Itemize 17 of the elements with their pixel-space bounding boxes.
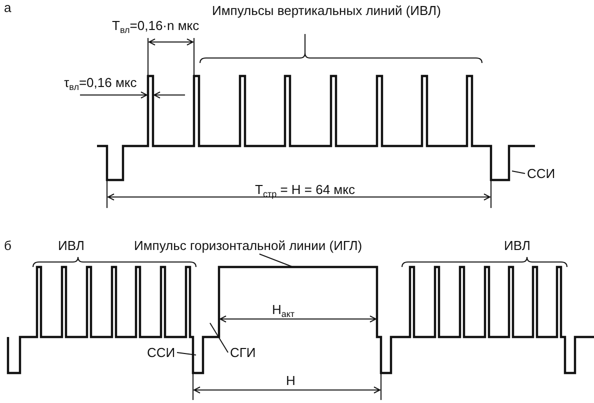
signal-label: СГИ [230, 345, 256, 360]
panel-letter: а [4, 0, 12, 15]
caption-label: ИВЛ [58, 238, 84, 253]
period-label: T$_{вл}$=0,16·n мкс [112, 18, 200, 33]
signal-label: Импульс горизонтальной линии (ИГЛ) [134, 238, 362, 253]
leader-line [258, 254, 294, 268]
leader-line [512, 170, 526, 174]
dimension-label: H$_{акт}$ [272, 302, 295, 317]
leader-line [210, 322, 228, 353]
panel-letter: б [4, 238, 12, 253]
signal-label: ССИ [147, 345, 176, 360]
signal-label: ССИ [527, 166, 556, 181]
caption-label: ИВЛ [504, 238, 530, 253]
caption-label: Импульсы вертикальных линий (ИВЛ) [212, 3, 441, 18]
dimension-label: H [286, 373, 296, 388]
pulse-width-label: τ$_{вл}$=0,16 мкс [64, 75, 137, 90]
leader-line [176, 352, 196, 356]
